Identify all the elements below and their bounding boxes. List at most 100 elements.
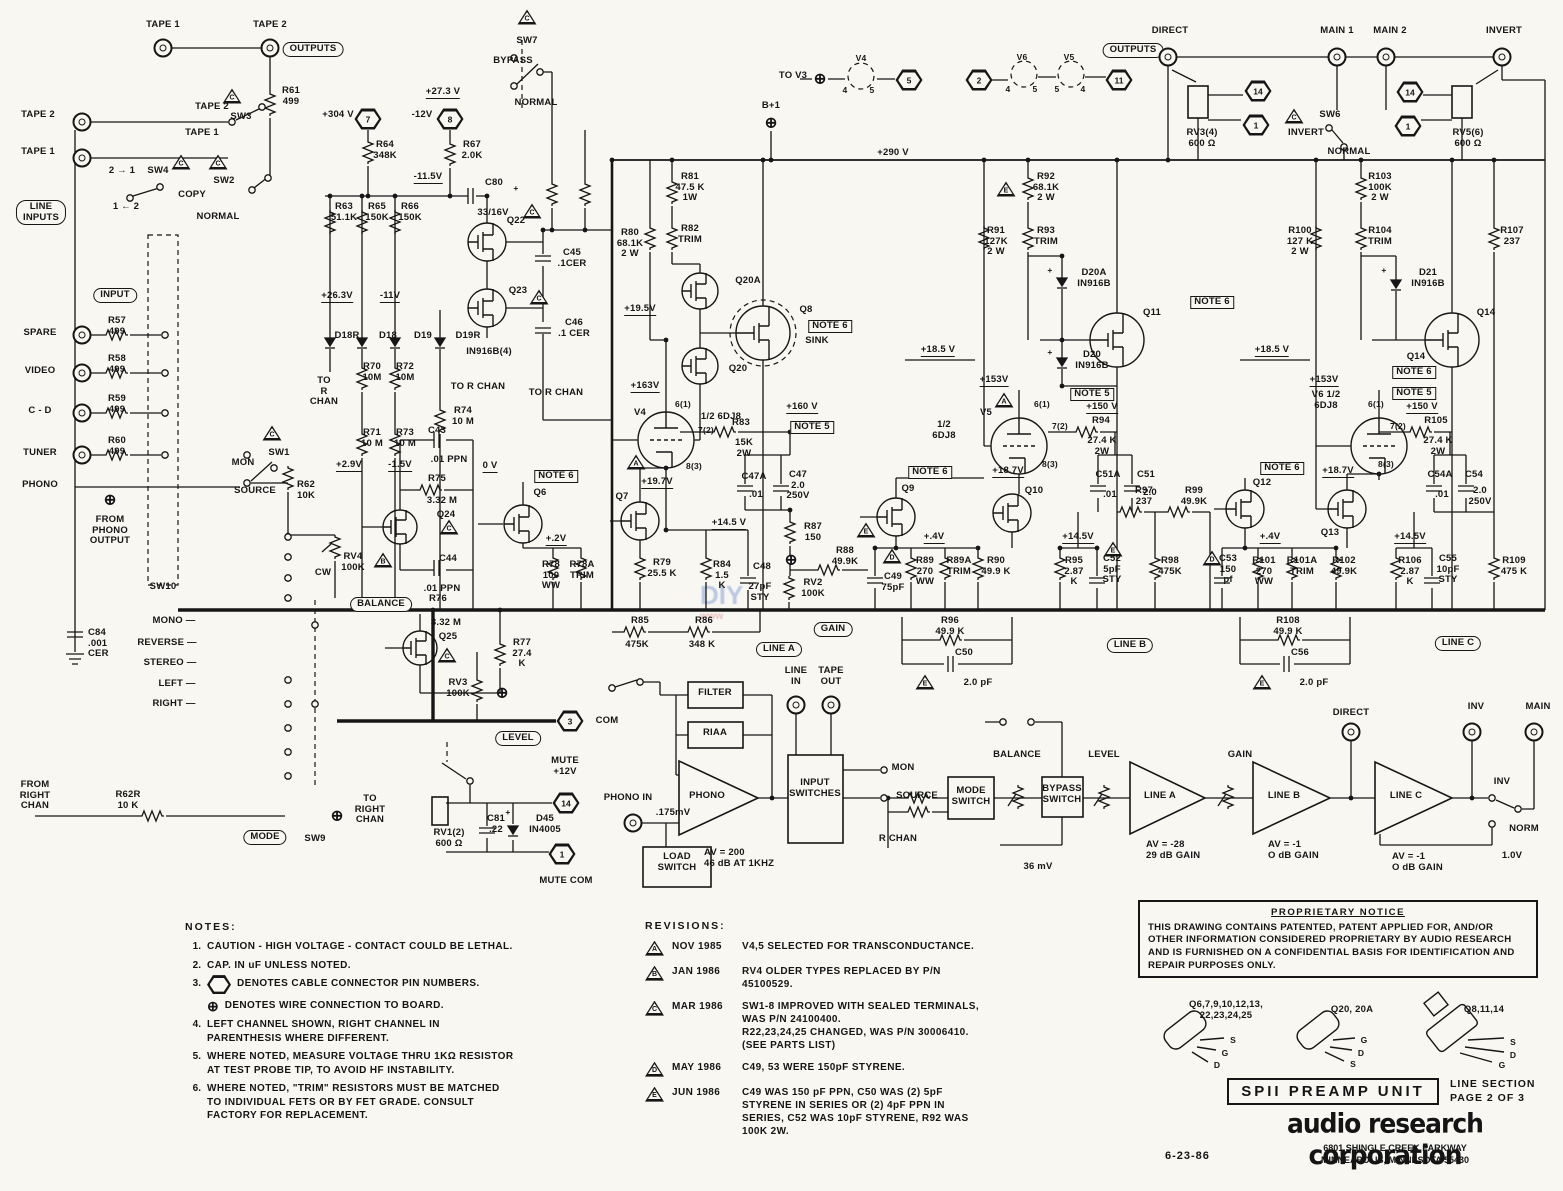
schematic-label: R109 475 K <box>1500 555 1528 577</box>
schematic-label: R75 <box>427 473 447 484</box>
schematic-label: R76 <box>428 593 448 604</box>
schematic-label: Q23 <box>508 285 528 296</box>
schematic-label: R94 <box>1091 415 1111 426</box>
wire-connection-icon: ⊕ <box>784 551 798 569</box>
schematic-label: C47A <box>741 471 767 482</box>
schematic-label: R61 499 <box>281 85 301 107</box>
schematic-label: INPUT <box>93 288 137 303</box>
schematic-label: R95 2.87 K <box>1064 555 1084 588</box>
schematic-label: 348 K <box>688 639 716 650</box>
schematic-label: MODE <box>243 830 287 845</box>
schematic-label: MUTE COM <box>539 875 593 886</box>
schematic-label: 3.32 M <box>430 617 462 628</box>
jack <box>153 38 173 58</box>
schematic-label: 4 <box>1080 84 1086 94</box>
schematic-label: TO V3 <box>778 70 808 81</box>
company-logo: audio research corporation <box>1287 1107 1484 1171</box>
schematic-label: AV = -1 O dB GAIN <box>1392 851 1443 873</box>
jack <box>1492 47 1512 67</box>
schematic-label: MAIN 1 <box>1320 25 1354 36</box>
schematic-label: DIRECT <box>1151 25 1189 36</box>
schematic-label: + <box>1381 265 1387 275</box>
schematic-label: +.4V <box>1259 531 1281 544</box>
schematic-label: C49 75pF <box>881 571 905 593</box>
hex-connector-7: 7 <box>354 108 382 130</box>
wire-connection-icon: ⊕ <box>207 998 219 1015</box>
schematic-label: REVERSE — <box>137 637 197 648</box>
schematic-label: C56 <box>1290 647 1310 658</box>
schematic-label: STEREO — <box>143 657 197 668</box>
schematic-label: Q22 <box>506 215 526 226</box>
schematic-label: D18R <box>334 330 360 341</box>
schematic-label: TAPE 1 <box>21 146 55 157</box>
schematic-label: R101 270 WW <box>1252 555 1276 588</box>
schematic-label: V5 <box>979 407 993 418</box>
schematic-label: 36 mV <box>1023 861 1053 872</box>
schematic-label: +27.3 V <box>425 86 461 99</box>
schematic-label: S <box>1230 1035 1236 1045</box>
schematic-label: OUTPUTS <box>282 42 344 57</box>
schematic-label: AV = -28 29 dB GAIN <box>1146 839 1201 861</box>
jack <box>1524 722 1544 742</box>
schematic-label: MONO — <box>152 615 196 626</box>
jack <box>1376 47 1396 67</box>
note-item: 6.WHERE NOTED, "TRIM" RESISTORS MUST BE … <box>192 1083 500 1122</box>
schematic-label: INVERT <box>1485 25 1523 36</box>
jack <box>786 695 806 715</box>
schematic-label: NORMAL <box>514 97 558 108</box>
schematic-label: NOTE 6 <box>1392 366 1436 379</box>
schematic-label: FROM PHONO OUTPUT <box>89 514 131 547</box>
schematic-label: C45 .1CER <box>557 247 587 269</box>
schematic-label: .01 <box>1435 489 1449 500</box>
schematic-label: SW3 <box>230 111 252 122</box>
wire-connection-icon: ⊕ <box>330 807 344 825</box>
schematic-label: BALANCE <box>993 749 1041 760</box>
schematic-label: -11.5V <box>413 171 443 184</box>
schematic-label: R83 <box>731 417 751 428</box>
schematic-label: 6(1) <box>1034 399 1050 409</box>
schematic-label: +19.5V <box>624 303 656 316</box>
schematic-label: C50 <box>954 647 974 658</box>
schematic-label: TO RIGHT CHAN <box>354 793 386 826</box>
hex-connector-14: 14 <box>552 792 580 814</box>
note-item: 4.LEFT CHANNEL SHOWN, RIGHT CHANNEL IN P… <box>192 1019 440 1044</box>
schematic-label: TAPE OUT <box>818 665 844 687</box>
revision-triangle-E: E <box>645 1086 664 1102</box>
jack <box>1327 47 1347 67</box>
schematic-label: S <box>1350 1059 1356 1069</box>
schematic-label: 1/2 6DJ8 <box>700 411 742 422</box>
schematic-label: Q8 <box>799 304 813 315</box>
schematic-label: R102 49.9K <box>1330 555 1358 577</box>
schematic-label: R106 2.87 K <box>1398 555 1422 588</box>
schematic-label: +18.7V <box>1322 465 1354 478</box>
jack <box>72 148 92 168</box>
schematic-label: R66 150K <box>398 201 422 223</box>
notes-title: NOTES: <box>185 921 237 933</box>
schematic-label: C48 <box>752 561 772 572</box>
schematic-label: G <box>1221 1048 1229 1058</box>
schematic-label: +19.7V <box>641 476 673 489</box>
schematic-label: IN916B(4) <box>466 346 512 357</box>
schematic-label: 2.0 pF <box>963 677 993 688</box>
schematic-label: C51 <box>1136 469 1156 480</box>
schematic-label: 475K <box>625 639 649 650</box>
schematic-label: R108 49.9 K <box>1273 615 1303 637</box>
schematic-label: 5 <box>1032 84 1038 94</box>
proprietary-body: THIS DRAWING CONTAINS PATENTED, PATENT A… <box>1148 921 1515 971</box>
schematic-label: NOTE 6 <box>534 470 578 483</box>
schematic-label: LEVEL <box>495 731 541 746</box>
schematic-label: +160 V <box>786 401 818 414</box>
schematic-label: +153V <box>979 374 1009 387</box>
schematic-label: GAIN <box>813 622 853 637</box>
schematic-label: INV <box>1493 776 1511 787</box>
schematic-label: D18 <box>378 330 398 341</box>
schematic-label: R72 10M <box>395 361 415 383</box>
schematic-label: SPARE <box>23 327 57 338</box>
schematic-label: + <box>513 183 519 193</box>
schematic-label: Q8,11,14 <box>1463 1004 1505 1015</box>
